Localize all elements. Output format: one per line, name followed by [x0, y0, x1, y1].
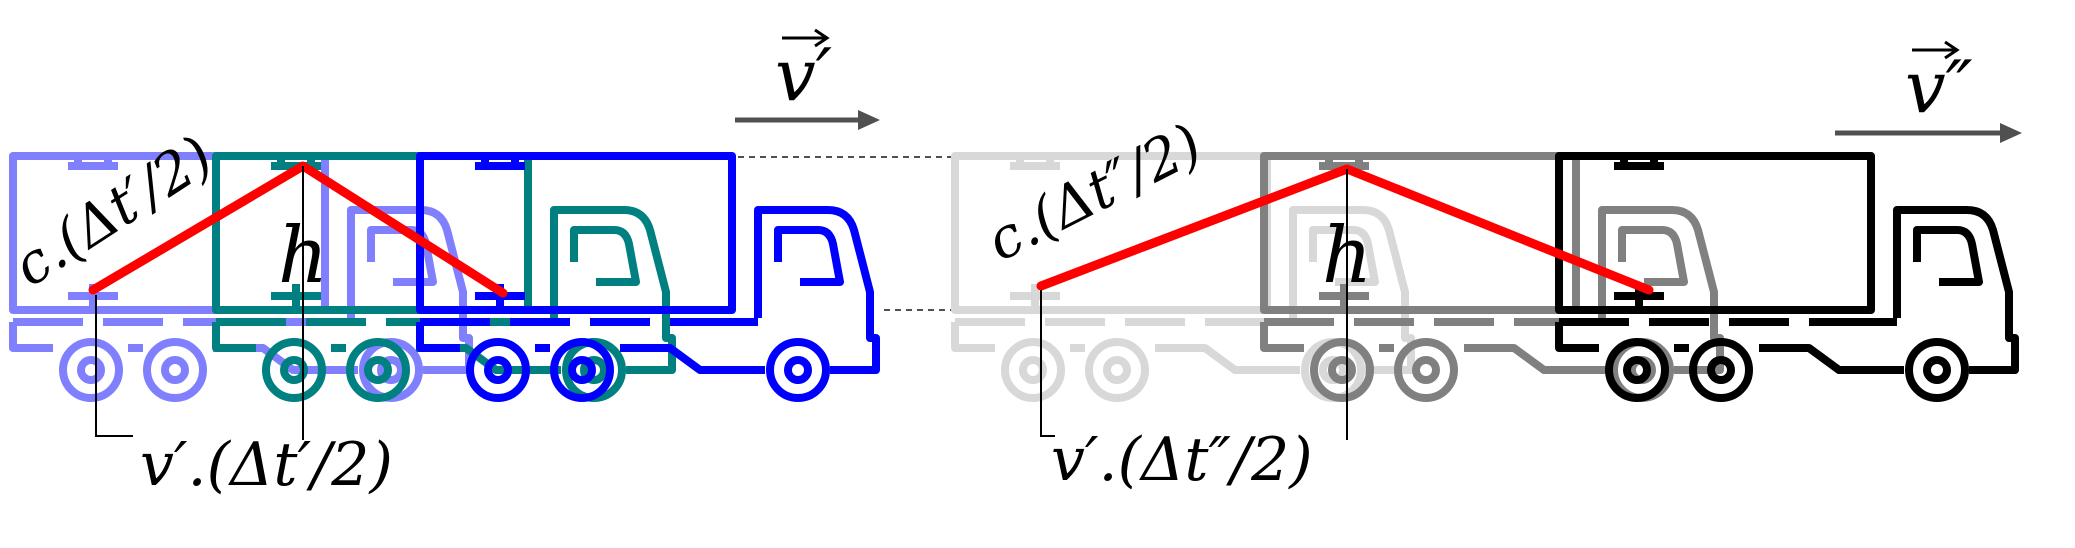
arrowhead-icon	[2000, 123, 2022, 143]
velocity-label-right: v″	[1905, 45, 1973, 129]
light-path-label-right: c.(Δt″/2)	[977, 112, 1213, 275]
vector-arrow-icon	[782, 28, 830, 48]
distance-label-left: v′.(Δt′/2)	[140, 430, 393, 500]
truck-left-current	[420, 156, 876, 398]
distance-leader-right	[1040, 290, 1055, 437]
distance-label-right: v′.(Δt″/2)	[1051, 425, 1313, 495]
velocity-label-left: v′	[775, 33, 832, 117]
arrowhead-icon	[858, 110, 880, 130]
height-label-left: h	[278, 211, 328, 301]
vector-arrow-icon	[1912, 40, 1960, 60]
right-scene: v″ c.(Δt″/2) h v′.(Δt″/2)	[955, 40, 2022, 495]
height-label-right: h	[1322, 211, 1372, 301]
left-scene: v′ c.(Δt′/2) h v′.(Δt′/2)	[2, 28, 880, 500]
distance-leader-left	[95, 295, 133, 437]
